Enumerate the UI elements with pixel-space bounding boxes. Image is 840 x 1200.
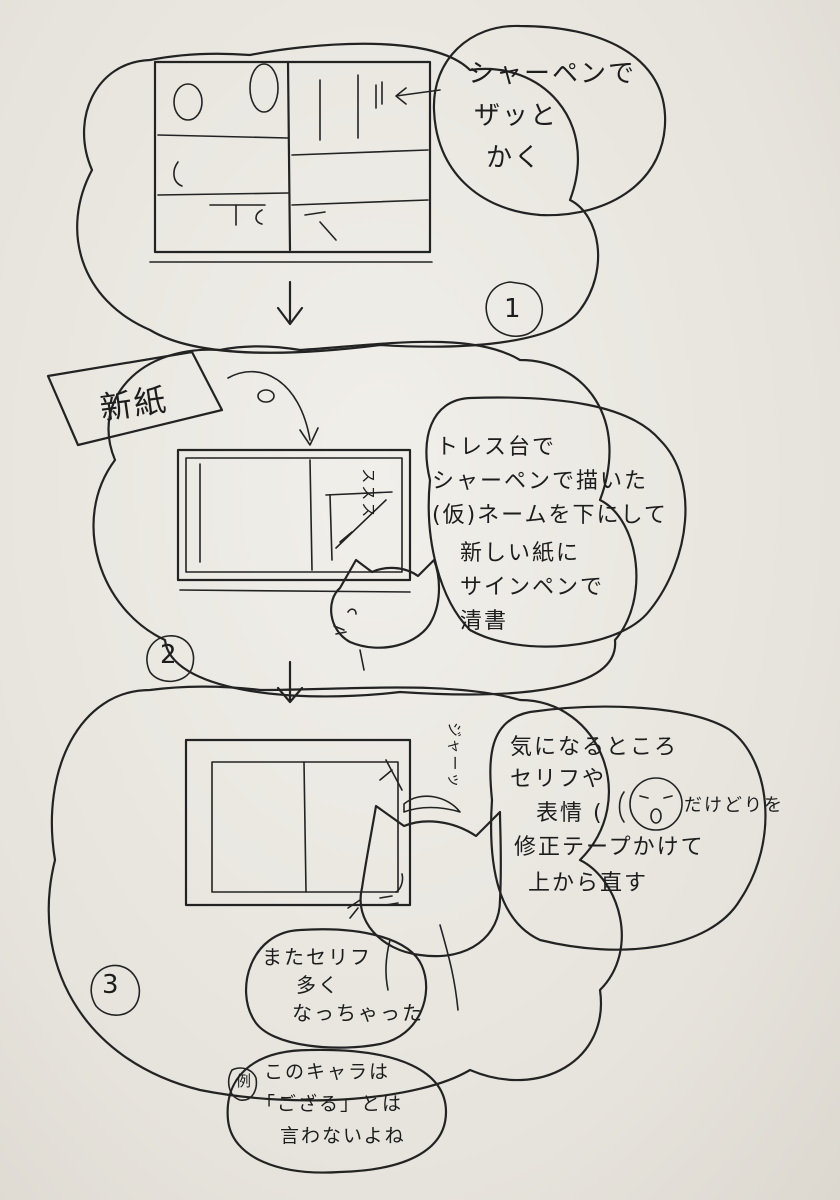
down-arrow-icon <box>276 280 304 326</box>
step3-note-line-4: だけどりを <box>684 795 784 816</box>
step3-example-label: 例 <box>236 1072 254 1090</box>
step1-note-line-1: シャーペンで <box>468 59 637 89</box>
step1-number-circle <box>485 281 543 338</box>
step3-note-line-1: 気になるところ <box>510 735 679 760</box>
step3-example-line-3: 言わないよね <box>280 1125 406 1147</box>
step2-number-circle <box>146 635 195 683</box>
step1-number: 1 <box>504 294 521 324</box>
step1-cloud <box>76 42 600 354</box>
step2-note-line-6: 清書 <box>460 609 509 634</box>
step2-tracing-page <box>176 448 412 593</box>
step3-number-circle <box>90 964 141 1016</box>
step3-example-line-2: 「ござる」とは <box>256 1093 404 1115</box>
step1-note-line-2: ザッと <box>474 101 559 131</box>
step1-thumbnail <box>149 60 433 263</box>
step2-curved-arrow <box>227 370 319 446</box>
step3-bubble-line-2: 多く <box>296 973 340 997</box>
step2-cloud <box>92 340 638 698</box>
step3-number: 3 <box>102 970 119 1000</box>
step2-sfx: ススス <box>359 468 378 520</box>
step2-number: 2 <box>160 640 177 670</box>
step3-note-bubble <box>489 705 767 951</box>
step2-note-bubble <box>425 396 687 648</box>
step3-cloud <box>47 685 623 1102</box>
step3-bubble-line-1: またセリフ <box>262 945 372 969</box>
surprised-face-icon <box>618 777 683 831</box>
step1-pointer-arrow <box>395 87 441 105</box>
step3-note-line-5: 修正テープかけて <box>514 835 705 860</box>
step3-bubble-line-3: なっちゃった <box>292 1001 424 1025</box>
step3-page <box>184 738 412 907</box>
step3-note-line-3: 表情 ( <box>536 801 604 826</box>
cat-icon <box>330 558 441 671</box>
step2-note-line-4: 新しい紙に <box>460 541 581 566</box>
step2-note-line-3: (仮)ネームを下にして <box>432 503 668 528</box>
step3-example-line-1: このキャラは <box>264 1061 391 1083</box>
step2-note-line-5: サインペンで <box>460 575 605 600</box>
step3-speech-bubble <box>245 928 428 1049</box>
step3-note-line-2: セリフや <box>510 767 607 792</box>
step2-note-line-2: シャーペンで描いた <box>432 469 649 494</box>
step1-note-bubble <box>432 24 667 217</box>
step3-example-tag <box>227 1067 258 1101</box>
step3-note-line-6: 上から直す <box>528 871 649 896</box>
step3-sfx: ジャーッ <box>445 722 464 790</box>
cat-icon <box>347 759 502 1011</box>
step1-note-line-3: かく <box>486 143 543 173</box>
down-arrow-icon <box>276 660 304 704</box>
step2-label-tag <box>46 350 224 447</box>
step2-note-line-1: トレス台で <box>436 435 557 460</box>
